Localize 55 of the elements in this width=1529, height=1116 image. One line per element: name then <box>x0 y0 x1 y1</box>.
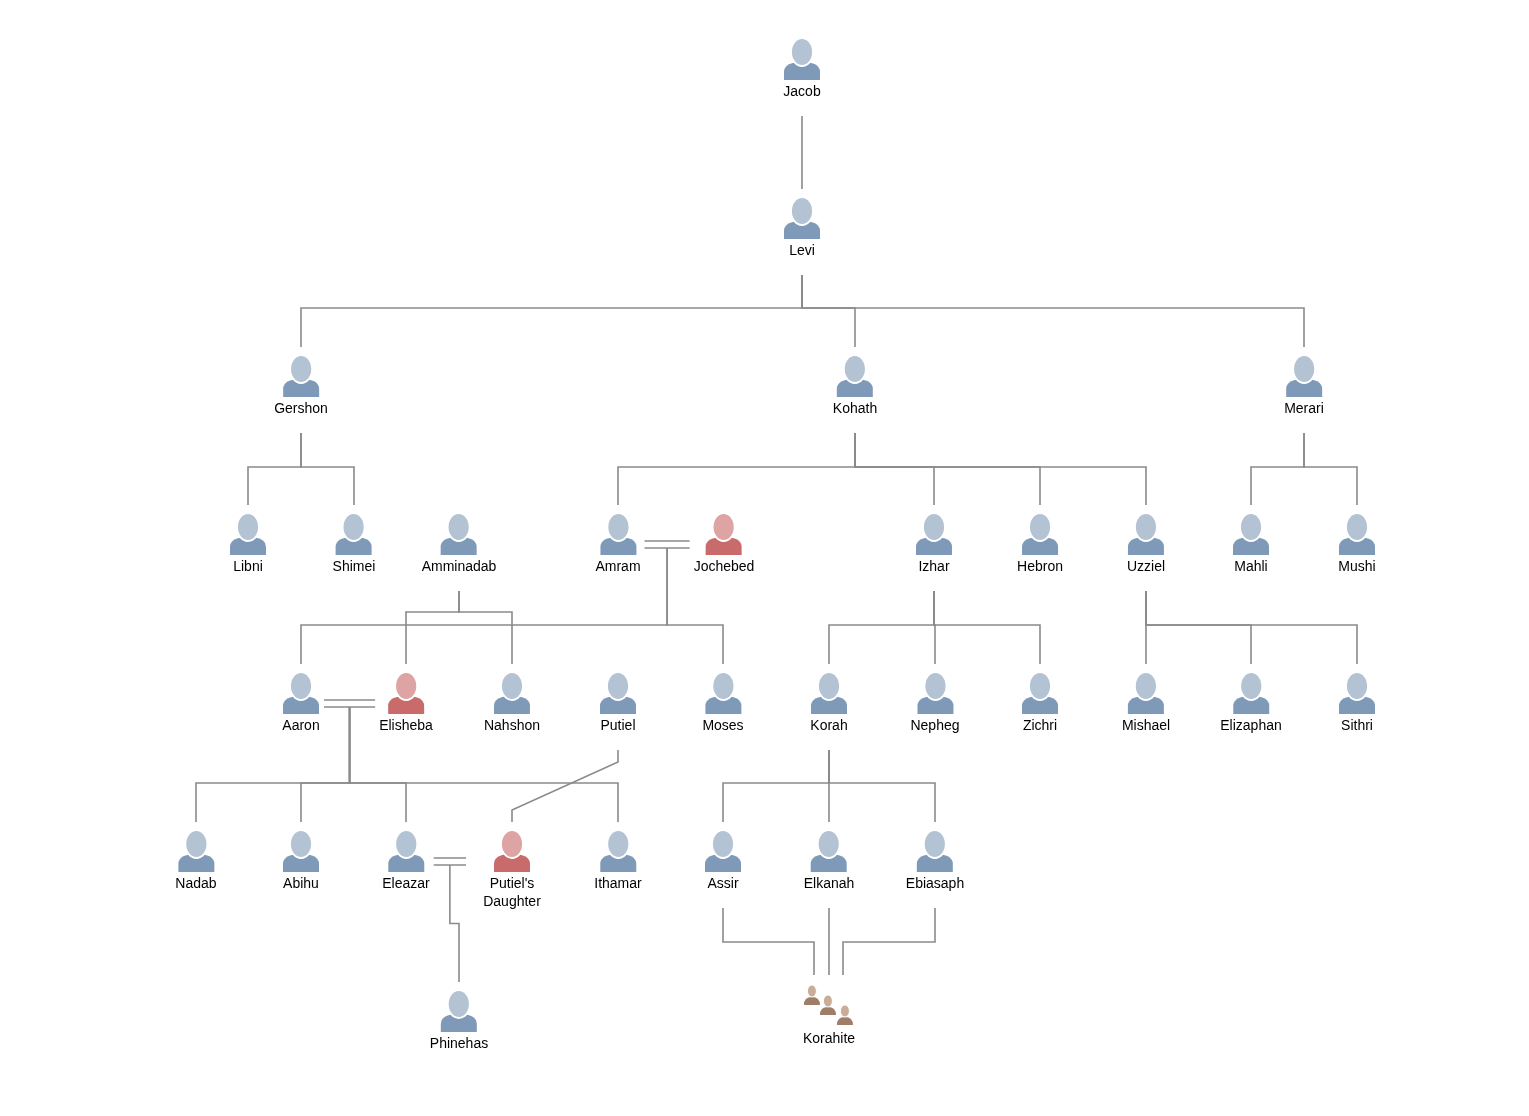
name-label: Eleazar <box>382 874 430 892</box>
name-label: Elkanah <box>803 874 855 892</box>
connector-line <box>300 432 355 506</box>
connector-line <box>449 864 460 983</box>
name-label: Amminadab <box>421 557 497 575</box>
name-label: Phinehas <box>429 1034 489 1052</box>
name-label: Shimei <box>332 557 376 575</box>
connector-line <box>828 749 936 823</box>
name-label: Moses <box>702 716 744 734</box>
name-label: Kohath <box>832 399 878 417</box>
marriage-line <box>643 540 691 549</box>
name-label: Sithri <box>1341 716 1373 734</box>
name-label: Mahli <box>1234 557 1268 575</box>
connector-line <box>828 907 830 976</box>
connector-line <box>842 907 936 976</box>
connector-line <box>801 115 803 190</box>
name-label: Putiel's Daughter <box>482 874 542 910</box>
name-label: Gershon <box>274 399 328 417</box>
connector-line <box>854 432 1147 506</box>
name-label: Uzziel <box>1126 557 1166 575</box>
name-label: Nadab <box>175 874 217 892</box>
name-label: Korah <box>810 716 848 734</box>
name-label: Jochebed <box>693 557 755 575</box>
connector-line <box>1303 432 1358 506</box>
name-label: Nepheg <box>910 716 960 734</box>
name-label: Elisheba <box>379 716 433 734</box>
name-label: Mushi <box>1338 557 1376 575</box>
name-label: Zichri <box>1022 716 1058 734</box>
marriage-line <box>323 699 376 708</box>
name-label: Assir <box>707 874 739 892</box>
name-label: Nahshon <box>484 716 540 734</box>
connector-line <box>722 907 815 976</box>
connector-line <box>1145 590 1358 665</box>
name-label: Ebiasaph <box>905 874 965 892</box>
connector-line <box>666 547 724 665</box>
name-label: Mishael <box>1121 716 1171 734</box>
connector-line <box>348 706 619 823</box>
name-label: Elizaphan <box>1220 716 1282 734</box>
name-label: Jacob <box>783 82 821 100</box>
connector-line <box>801 274 1305 348</box>
name-label: Levi <box>789 241 815 259</box>
name-label: Izhar <box>918 557 950 575</box>
connector-line <box>511 749 619 823</box>
name-label: Ithamar <box>594 874 642 892</box>
name-label: Merari <box>1284 399 1324 417</box>
name-label: Aaron <box>282 716 320 734</box>
name-label: Putiel <box>600 716 636 734</box>
name-label: Amram <box>595 557 641 575</box>
name-label: Korahite <box>802 1029 856 1047</box>
connector-line <box>933 590 1041 665</box>
name-label: Libni <box>233 557 263 575</box>
connector-line <box>458 590 513 665</box>
marriage-line <box>432 857 467 866</box>
name-label: Abihu <box>283 874 319 892</box>
name-label: Hebron <box>1017 557 1063 575</box>
